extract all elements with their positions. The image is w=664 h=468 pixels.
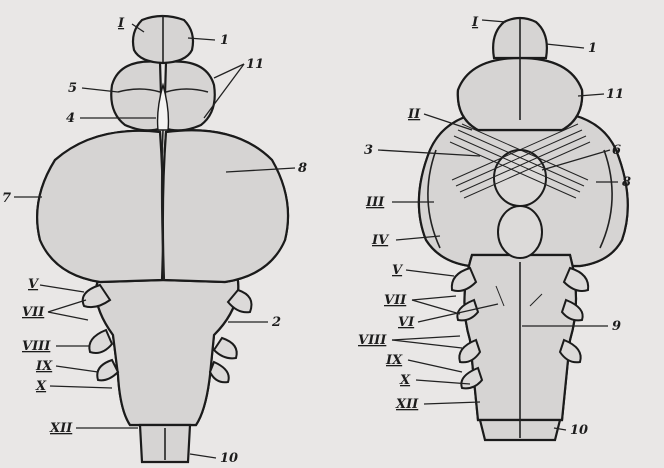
label-ventral-6: 6: [612, 143, 621, 158]
label-dorsal-7: 7: [2, 191, 11, 206]
leader-dorsal-V: [40, 285, 84, 292]
label-ventral-VII: VII: [384, 293, 407, 308]
label-dorsal-4: 4: [66, 111, 75, 126]
leader-ventral-VIIIa: [392, 336, 460, 340]
leader-ventral-V: [406, 270, 454, 276]
dorsal-nerve-stub-ix-left: [97, 360, 118, 380]
label-ventral-IX: IX: [385, 353, 403, 368]
label-dorsal-I: I: [117, 16, 125, 31]
leader-ventral-I: [482, 20, 506, 22]
label-dorsal-2: 2: [271, 315, 281, 330]
leader-dorsal-VIIa: [48, 300, 86, 312]
leader-dorsal-VIIb: [48, 312, 88, 320]
label-ventral-8: 8: [622, 175, 631, 190]
label-ventral-IV: IV: [371, 233, 390, 248]
label-dorsal-1: 1: [220, 33, 229, 48]
label-ventral-1: 1: [588, 41, 597, 56]
label-ventral-V: V: [392, 263, 404, 278]
label-ventral-3: 3: [364, 143, 373, 158]
label-dorsal-5: 5: [68, 81, 77, 96]
dorsal-olfactory-lobe-left: [111, 61, 162, 130]
label-dorsal-11: 11: [246, 57, 264, 72]
label-ventral-9: 9: [612, 319, 621, 334]
dorsal-hemisphere-left-texture: [37, 131, 163, 282]
leader-ventral-VIIIb: [392, 340, 462, 348]
label-ventral-I: I: [471, 15, 479, 30]
leader-ventral-1: [546, 44, 584, 48]
leader-dorsal-IX: [56, 366, 98, 372]
leader-dorsal-10: [190, 454, 216, 458]
label-dorsal-V: V: [28, 277, 40, 292]
dorsal-nerve-stub-viii-left: [89, 330, 112, 353]
label-dorsal-X: X: [35, 379, 47, 394]
ventral-hypophysis: [498, 206, 542, 258]
leader-ventral-IX: [408, 360, 462, 372]
leader-ventral-VIIb: [412, 300, 460, 314]
label-ventral-VIII: VIII: [358, 333, 387, 348]
dorsal-nerve-stub-ix-right: [210, 362, 229, 382]
label-ventral-VI: VI: [398, 315, 415, 330]
label-ventral-II: II: [407, 107, 421, 122]
label-dorsal-10: 10: [220, 451, 238, 466]
label-dorsal-XII: XII: [49, 421, 73, 436]
label-ventral-XII: XII: [395, 397, 419, 412]
dorsal-hemisphere-right-texture: [163, 130, 288, 282]
label-ventral-11: 11: [606, 87, 624, 102]
label-dorsal-IX: IX: [35, 359, 53, 374]
leader-ventral-VIIa: [412, 296, 456, 300]
dorsal-olfactory-lobe-right: [164, 61, 215, 130]
dorsal-nerve-stub-viii-right: [214, 338, 237, 358]
dorsal-view: I 1 11 5 4 8 7 V VII 2 VIII IX X XII 10: [2, 15, 307, 466]
label-ventral-10: 10: [570, 423, 588, 438]
ventral-view: I 1 11 II 3 6 8 III IV V VII VI 9 VIII I…: [358, 15, 631, 440]
label-dorsal-VIII: VIII: [22, 339, 51, 354]
label-ventral-III: III: [365, 195, 385, 210]
label-dorsal-8: 8: [298, 161, 307, 176]
leader-ventral-XII: [424, 402, 480, 404]
label-dorsal-VII: VII: [22, 305, 45, 320]
leader-dorsal-X: [50, 386, 112, 388]
label-ventral-X: X: [399, 373, 411, 388]
